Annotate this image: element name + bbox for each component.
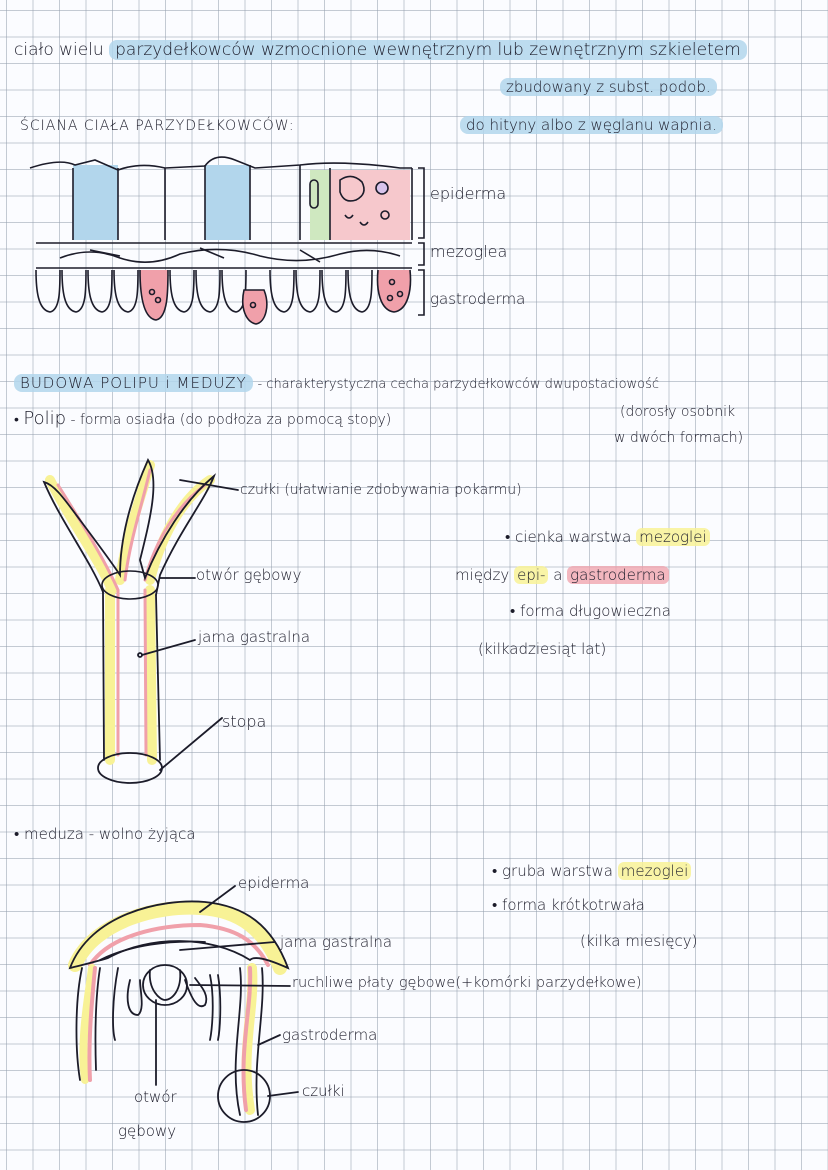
medusa-header: • meduza - wolno żyjąca (14, 825, 196, 843)
medusa-note-2: • forma krótkotrwała (492, 896, 645, 914)
medusa-label-mouth-2: gębowy (118, 1122, 177, 1140)
note-line-1: (dorosły osobnik (620, 404, 736, 420)
medusa-note-1: • gruba warstwa mezoglei (492, 862, 692, 880)
section-title: BUDOWA POLIPU i MEDUZY (14, 374, 253, 392)
medusa-header-text: meduza - wolno żyjąca (24, 825, 196, 843)
label-mezoglea: mezoglea (430, 242, 508, 261)
medusa-note-3: (kilka miesięcy) (580, 932, 698, 950)
section-subtitle: - charakterystyczna cecha parzydełkowców… (257, 377, 660, 392)
polyp-note-2-epi: epi- (514, 566, 549, 584)
polyp-note-1: • cienka warstwa mezoglei (505, 528, 710, 546)
polyp-label-tentacles: czułki (ułatwianie zdobywania pokarmu) (240, 482, 522, 498)
polyp-note-2-a: a (553, 566, 563, 584)
polyp-desc: - forma osiadła (do podłoża za pomocą st… (70, 412, 392, 428)
medusa-note-1-hl: mezoglei (617, 862, 692, 880)
intro-line-2: zbudowany z subst. podob. (500, 78, 717, 96)
label-epiderma: epiderma (430, 184, 507, 203)
medusa-label-gastroderma: gastroderma (282, 1026, 378, 1044)
medusa-label-lobes: ruchliwe płaty gębowe(+komórki parzydełk… (292, 975, 642, 991)
polyp-note-3-text: forma długowieczna (520, 602, 671, 620)
intro-line-3: do hityny albo z węglanu wapnia. (460, 116, 723, 134)
polyp-note-4: (kilkadziesiąt lat) (478, 640, 607, 658)
medusa-note-2-text: forma krótkotrwała (502, 896, 645, 914)
polyp-name: Polip (23, 408, 67, 429)
label-gastroderma: gastroderma (430, 290, 526, 308)
medusa-label-tentacles: czułki (302, 1082, 345, 1100)
wall-heading: ŚCIANA CIAŁA PARZYDEŁKOWCÓW: (20, 118, 295, 134)
polyp-note-3: • forma długowieczna (510, 602, 671, 620)
polyp-note-2: między epi- a gastroderma (455, 566, 669, 584)
polyp-header: • Polip - forma osiadła (do podłoża za p… (14, 408, 391, 429)
polyp-label-foot: stopa (222, 712, 267, 731)
intro-line-1: ciało wielu parzydełkowców wzmocnione we… (14, 40, 747, 60)
note-line-2: w dwóch formach) (614, 430, 744, 446)
bullet: • (14, 412, 19, 428)
polyp-note-1-pre: cienka warstwa (515, 528, 632, 546)
medusa-label-cavity: jama gastralna (280, 933, 393, 951)
medusa-label-epiderma: epiderma (238, 874, 310, 892)
section-title-line: BUDOWA POLIPU i MEDUZY - charakterystycz… (14, 374, 659, 392)
polyp-note-2-pre: między (455, 566, 510, 584)
polyp-label-cavity: jama gastralna (198, 628, 311, 646)
polyp-note-1-hl: mezoglei (636, 528, 710, 546)
intro-line-1b: parzydełkowców wzmocnione wewnętrznym lu… (109, 40, 747, 60)
medusa-note-1-pre: gruba warstwa (502, 862, 613, 880)
polyp-note-2-gastro: gastroderma (567, 566, 669, 584)
intro-line-1a: ciało wielu (14, 40, 104, 60)
medusa-label-mouth-1: otwór (134, 1088, 177, 1106)
polyp-label-mouth: otwór gębowy (196, 566, 302, 584)
